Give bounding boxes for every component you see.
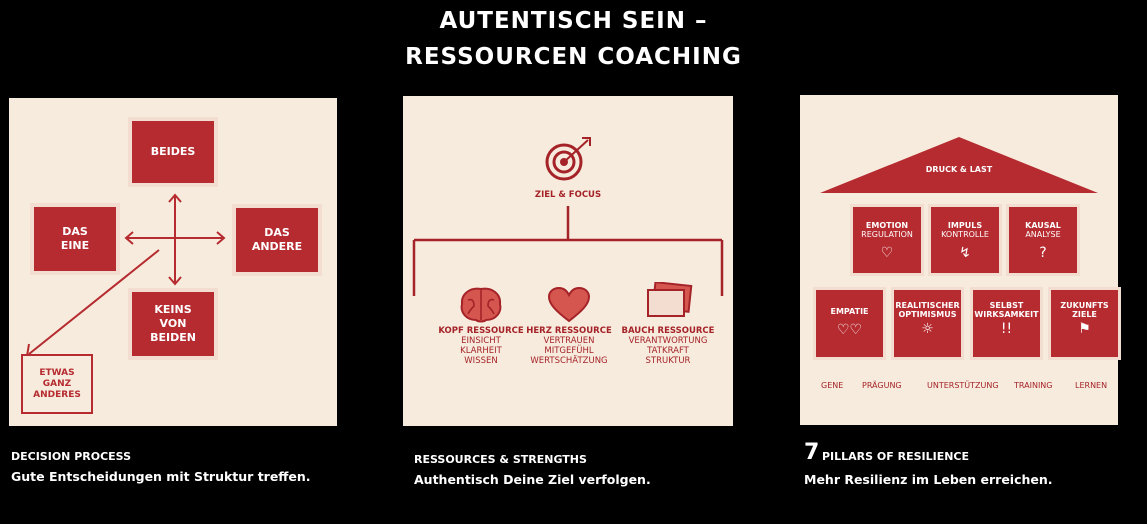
option-both: BEIDES (128, 117, 218, 187)
brain-icon (460, 287, 502, 323)
pillar-empathy: EMPATIE ♡♡ (813, 287, 886, 360)
page-title-line2: RESSOURCEN COACHING (405, 44, 742, 70)
pillar-impulse: IMPULS KONTROLLE ↯ (928, 204, 1002, 276)
head-resource-title: KOPF RESSOURCE (438, 326, 524, 336)
resilience-card: DRUCK & LAST EMOTION REGULATION ♡ IMPULS… (800, 95, 1121, 425)
pillar-optimism: REALITISCHER OPTIMISMUS ☼ (891, 287, 964, 360)
decision-card: BEIDES DAS EINE DAS ANDERE KEINS VON BEI… (9, 98, 337, 426)
heart-resource-list: VERTRAUEN MITGEFÜHL WERTSCHÄTZUNG (530, 336, 608, 366)
resilience-caption-sub: Mehr Resilienz im Leben erreichen. (804, 472, 1053, 487)
gut-resource-list: VERANTWORTUNG TATKRAFT STRUKTUR (628, 336, 708, 366)
resources-caption-sub: Authentisch Deine Ziel verfolgen. (414, 472, 651, 487)
resources-card: ZIEL & FOCUS KOPF RESSOURCE EINSICHT KLA… (403, 96, 733, 426)
sun-icon: ☼ (921, 321, 934, 337)
option-something-else: ETWAS GANZ ANDERES (21, 354, 93, 414)
decision-caption-sub: Gute Entscheidungen mit Struktur treffen… (11, 469, 311, 484)
foundation-support: UNTERSTÜTZUNG (927, 381, 999, 390)
head-resource-list: EINSICHT KLARHEIT WISSEN (460, 336, 502, 366)
foundation-gene: GENE (821, 381, 844, 390)
option-one: DAS EINE (30, 203, 120, 275)
hearts-icon: ♡♡ (836, 322, 863, 338)
decision-arrows (25, 193, 226, 358)
foundation-learning: LERNEN (1075, 381, 1108, 390)
question-icon: ? (1039, 245, 1047, 261)
resources-caption-title: RESSOURCES & STRENGTHS (414, 453, 587, 466)
roof-label: DRUCK & LAST (925, 165, 993, 174)
foundation-training: TRAINING (1014, 381, 1053, 390)
pillar-future-goals: ZUKUNFTS ZIELE ⚑ (1048, 287, 1121, 360)
cards-icon (647, 282, 693, 317)
pillar-emotion: EMOTION REGULATION ♡ (850, 204, 924, 276)
heart-resource-title: HERZ RESSOURCE (526, 326, 612, 336)
roof (820, 137, 1098, 193)
goal-label: ZIEL & FOCUS (534, 190, 602, 200)
resilience-caption-title: PILLARS OF RESILIENCE (822, 450, 970, 463)
lightning-icon: ↯ (959, 245, 971, 261)
decision-caption-title: DECISION PROCESS (11, 450, 132, 463)
option-neither: KEINS VON BEIDEN (128, 288, 218, 360)
heart-icon (547, 286, 591, 323)
foundation-imprint: PRÄGUNG (862, 381, 902, 390)
gut-resource-title: BAUCH RESSOURCE (621, 326, 715, 336)
option-other: DAS ANDERE (232, 204, 322, 276)
heart-outline-icon: ♡ (880, 245, 894, 261)
pillar-self-efficacy: SELBST WIRKSAMKEIT !! (970, 287, 1043, 360)
resilience-caption-number: 7 (804, 440, 820, 465)
resources-tree (412, 206, 724, 296)
checkered-flag-icon: ⚑ (1078, 321, 1091, 337)
target-arrow-icon (545, 137, 591, 181)
pillar-causal: KAUSAL ANALYSE ? (1006, 204, 1080, 276)
page-title-line1: AUTENTISCH SEIN – (439, 8, 708, 34)
exclamation-icon: !! (1000, 321, 1013, 337)
